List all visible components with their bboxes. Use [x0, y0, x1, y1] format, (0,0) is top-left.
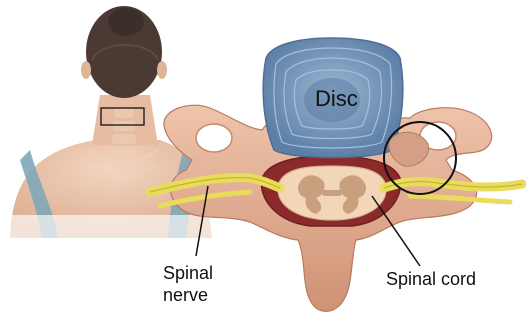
- spinal-cord-label: Spinal cord: [386, 268, 476, 290]
- spinal-nerve-label-line2: nerve: [163, 284, 213, 306]
- foramen-left: [196, 124, 232, 152]
- spinal-nerve-label: Spinal nerve: [163, 262, 213, 306]
- hair-bun: [108, 8, 144, 36]
- disc-label: Disc: [315, 88, 358, 110]
- spinal-nerve-label-line1: Spinal: [163, 262, 213, 284]
